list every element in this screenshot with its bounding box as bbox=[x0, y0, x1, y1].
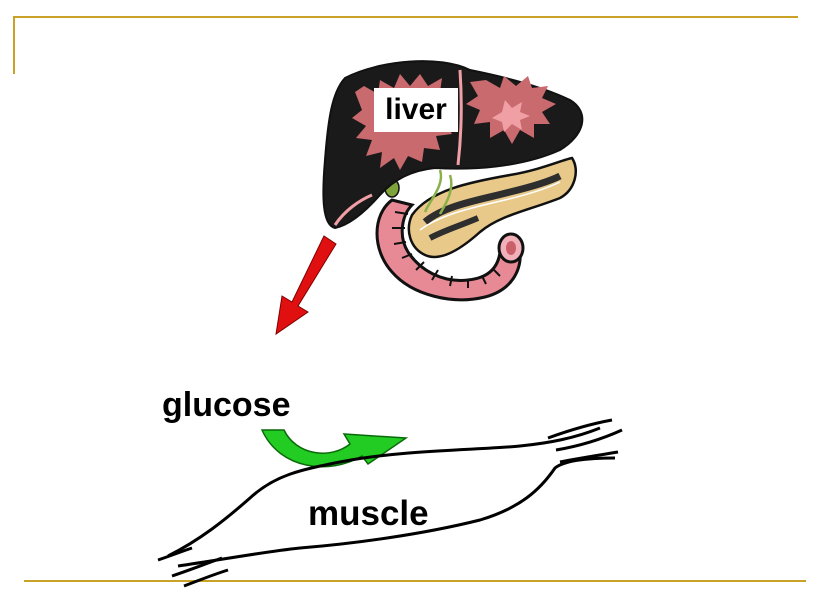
green-curved-arrow-icon bbox=[260, 429, 409, 468]
bottom-divider bbox=[24, 580, 806, 582]
top-divider bbox=[13, 16, 798, 18]
intestine-icon bbox=[375, 198, 525, 302]
muscle-fiber-icon bbox=[157, 418, 623, 588]
muscle-label: muscle bbox=[308, 494, 429, 533]
liver-label: liver bbox=[385, 93, 447, 126]
bile-duct-icon bbox=[423, 169, 453, 215]
glucose-label: glucose bbox=[162, 386, 291, 424]
red-arrow-icon bbox=[275, 235, 337, 336]
left-divider bbox=[13, 16, 15, 74]
pancreas-icon bbox=[407, 156, 577, 259]
liver-label-box: liver bbox=[374, 88, 458, 132]
